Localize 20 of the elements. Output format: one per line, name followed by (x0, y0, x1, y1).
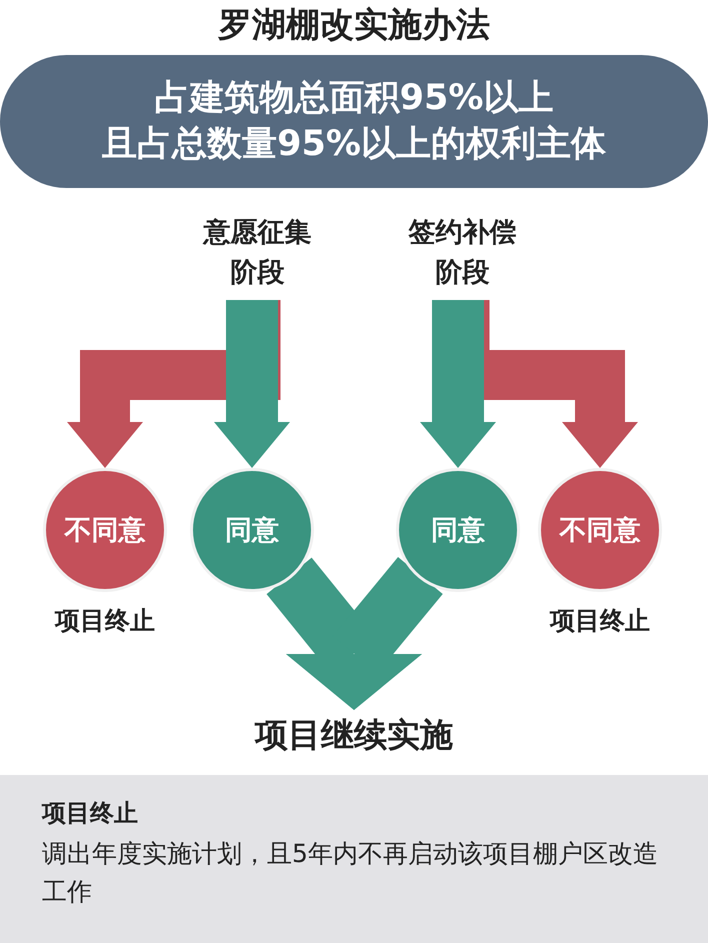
arrow (214, 300, 290, 468)
node-text: 不同意 (64, 514, 146, 548)
node-text: 不同意 (560, 514, 640, 548)
note-heading: 项目终止 (42, 798, 138, 829)
arrow (67, 300, 280, 468)
node-text: 意愿征集阶段 (202, 216, 312, 290)
diagram-title: 罗湖棚改实施办法 (217, 4, 491, 47)
node-text: 同意 (225, 514, 279, 548)
arrow (420, 300, 496, 468)
note-panel (0, 775, 708, 943)
node-caption: 项目终止 (548, 605, 651, 637)
condition-text: 占建筑物总面积95%以上 (154, 77, 554, 120)
node-caption: 项目终止 (54, 605, 156, 637)
condition-banner (0, 55, 708, 188)
node-text: 项目继续实施 (255, 714, 453, 756)
node-text: 同意 (431, 514, 485, 548)
condition-text: 且占总数量95%以上的权利主体 (102, 122, 606, 166)
note-text: 调出年度实施计划，且5年内不再启动该项目棚户区改造工作 (42, 838, 659, 908)
arrow (286, 557, 443, 710)
node-text: 签约补偿阶段 (408, 216, 518, 290)
